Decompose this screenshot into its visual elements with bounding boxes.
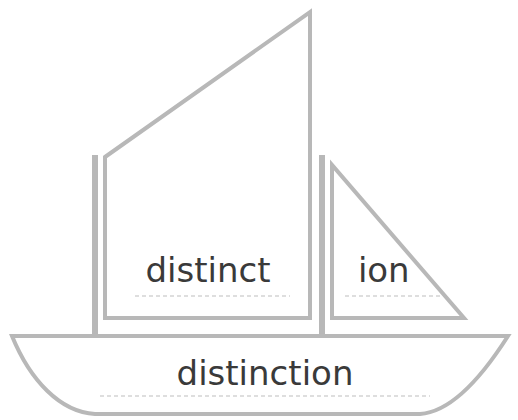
word-part: distinction [177,356,354,390]
small-sail-outline [328,160,468,322]
writing-line [345,295,442,296]
word-part: distinct [145,253,270,287]
boat-hull-shape [12,336,508,414]
mast [319,155,325,336]
small-sail-shape [332,165,464,318]
boat-hull: distinction [8,332,512,418]
large-sail-shape [105,12,310,318]
word-part: ion [358,253,410,287]
writing-line [100,395,430,396]
large-sail: distinct [100,8,315,323]
writing-line [135,295,290,296]
mast [92,155,98,336]
small-sail: ion [328,160,468,322]
